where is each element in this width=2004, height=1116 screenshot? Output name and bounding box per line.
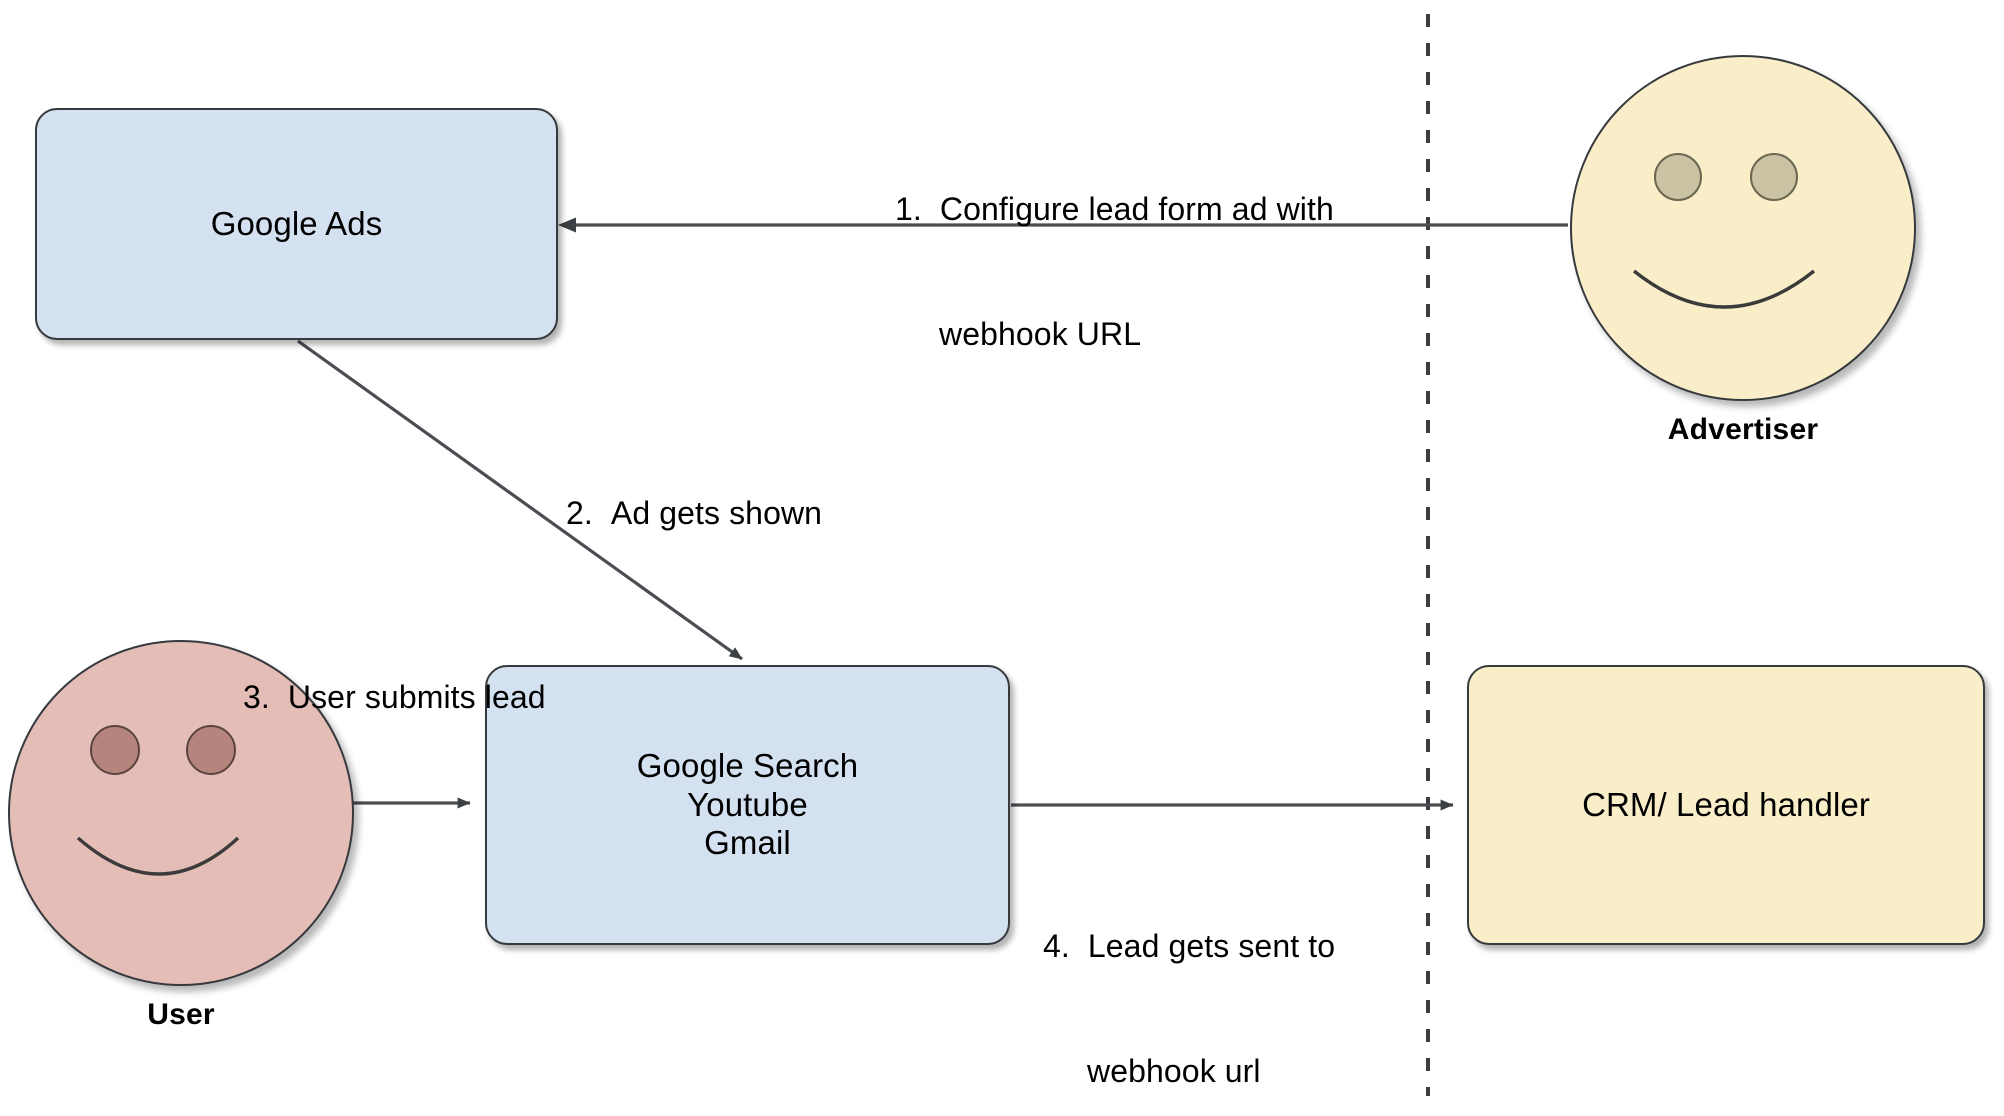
edge-label-4-text-line-2: webhook url [1087,1052,1261,1089]
edge-label-1-text-line-1: Configure lead form ad with [939,191,1334,228]
node-google-surfaces-line-2: Youtube [687,785,808,823]
edge-label-4-lead-gets-sent: 4. Lead gets sent to webhook url [1043,843,1335,1116]
node-google-surfaces-line-1: Google Search [636,746,859,784]
node-crm-lead-handler[interactable]: CRM/ Lead handler [1467,665,1985,945]
node-google-surfaces-line-3: Gmail [704,824,791,862]
edge-label-3-line-1: 3. User submits lead [243,677,546,719]
edge-label-1-number: 1. [895,191,922,228]
node-google-surfaces-labels: Google Search Youtube Gmail [619,747,876,864]
edge-label-1-line-1: 1. Configure lead form ad with [895,189,1334,231]
edge-label-4-line-1: 4. Lead gets sent to [1043,926,1335,968]
node-google-ads-label: Google Ads [210,204,383,242]
node-crm-label: CRM/ Lead handler [1582,785,1870,823]
eye-right-icon [186,725,236,775]
eye-right-icon [1750,153,1798,201]
edge-label-2-ad-gets-shown: 2. Ad gets shown [566,410,822,618]
node-google-surfaces[interactable]: Google Search Youtube Gmail [485,665,1010,945]
smiley-face-icon [1570,55,1916,401]
edge-label-4-text-line-1: Lead gets sent to [1087,928,1336,965]
eye-left-icon [1654,153,1702,201]
smile-mouth-icon [76,836,240,876]
edge-label-1-line-2: webhook URL [895,314,1334,356]
actor-user[interactable]: User [8,640,354,1031]
edge-label-4-number: 4. [1043,928,1070,965]
edge-label-2-text-line-1: Ad gets shown [610,495,823,532]
node-google-ads[interactable]: Google Ads [35,108,558,340]
actor-advertiser[interactable]: Advertiser [1570,55,1916,446]
arrowhead-google-ads [558,217,576,233]
smile-mouth-icon [1632,269,1816,309]
edge-label-2-number: 2. [566,495,593,532]
edge-label-3-number: 3. [243,679,270,716]
smiley-face-icon [8,640,354,986]
edge-label-1-text-line-2: webhook URL [939,315,1142,352]
actor-user-label: User [147,998,215,1031]
edge-label-3-user-submits-lead: 3. User submits lead [243,594,546,802]
edge-label-4-line-2: webhook url [1043,1051,1335,1093]
edge-label-2-line-1: 2. Ad gets shown [566,493,822,535]
edge-label-3-text-line-1: User submits lead [287,679,546,716]
eye-left-icon [90,725,140,775]
actor-advertiser-label: Advertiser [1667,413,1819,446]
edge-label-1-configure-lead-form: 1. Configure lead form ad with webhook U… [895,106,1334,439]
